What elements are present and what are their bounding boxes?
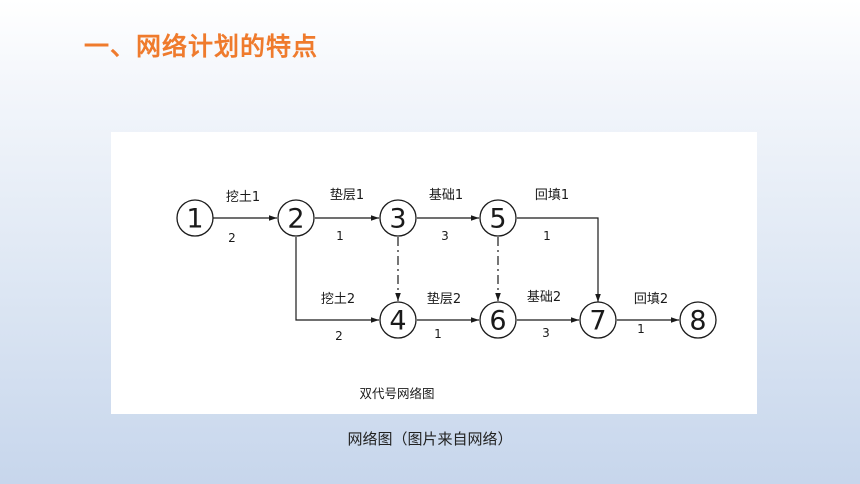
arrow-5-7	[517, 217, 601, 302]
svg-text:5: 5	[489, 204, 506, 235]
activity-label-1-2: 挖土1	[226, 190, 260, 205]
activity-label-5-7: 回填1	[535, 188, 569, 203]
activity-label-7-8: 回填2	[634, 292, 668, 307]
slide-title: 一、网络计划的特点	[84, 32, 319, 61]
node-1: 1	[176, 199, 214, 237]
node-7: 7	[579, 301, 617, 339]
node-5: 5	[479, 199, 517, 237]
svg-text:2: 2	[287, 204, 304, 235]
duration-6-7: 3	[542, 326, 550, 340]
svg-text:8: 8	[689, 306, 706, 337]
duration-2-4: 2	[335, 329, 343, 343]
svg-text:6: 6	[489, 306, 506, 337]
svg-text:3: 3	[389, 204, 406, 235]
duration-1-2: 2	[228, 231, 236, 245]
node-8: 8	[679, 301, 717, 339]
arrow-2-4	[295, 237, 379, 323]
diagram-title: 双代号网络图	[359, 386, 434, 401]
activity-label-6-7: 基础2	[527, 290, 561, 305]
svg-text:1: 1	[186, 204, 203, 235]
network-diagram: 1 2 3 4 5 6 7 8 挖土1	[176, 187, 717, 401]
duration-2-3: 1	[336, 229, 344, 243]
activity-label-4-6: 垫层2	[427, 291, 461, 307]
duration-5-7: 1	[543, 229, 551, 243]
svg-text:4: 4	[389, 306, 406, 337]
activity-label-2-3: 垫层1	[330, 187, 364, 203]
svg-text:7: 7	[589, 306, 606, 337]
duration-4-6: 1	[434, 327, 442, 341]
network-diagram-figure: 1 2 3 4 5 6 7 8 挖土1	[111, 132, 757, 414]
node-3: 3	[379, 199, 417, 237]
node-2: 2	[277, 199, 315, 237]
node-4: 4	[379, 301, 417, 339]
activity-label-2-4: 挖土2	[321, 292, 355, 307]
activity-label-3-5: 基础1	[429, 188, 463, 203]
duration-3-5: 3	[441, 229, 449, 243]
node-6: 6	[479, 301, 517, 339]
figure-caption: 网络图（图片来自网络）	[347, 430, 513, 448]
duration-7-8: 1	[637, 322, 645, 336]
